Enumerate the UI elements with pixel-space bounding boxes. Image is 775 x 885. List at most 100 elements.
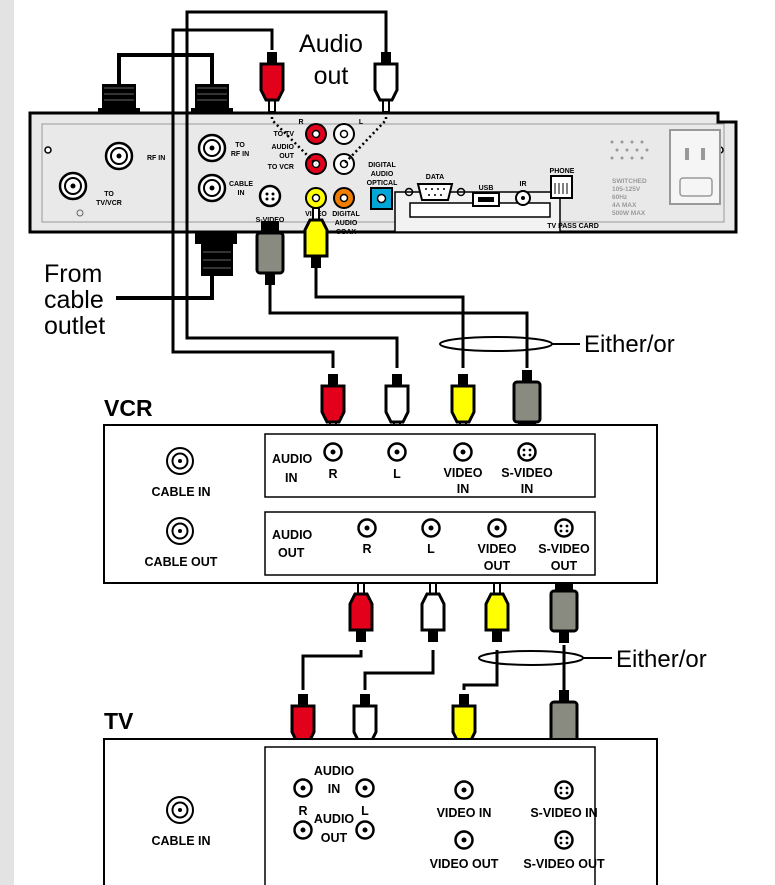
audio-r-label: R <box>298 119 303 126</box>
out-label: OUT <box>279 153 295 160</box>
vcr-in-r-label: R <box>328 467 337 481</box>
vcr-in-l-label: L <box>393 467 401 481</box>
ir-label: IR <box>520 181 527 188</box>
cable-in-label-1: CABLE <box>229 181 253 188</box>
vcr-out-l-jack-icon <box>421 518 441 538</box>
tv-video-out-jack-icon <box>454 830 474 850</box>
either-or-bracket-bottom <box>478 650 612 666</box>
receiver-red-plug <box>259 50 285 114</box>
vcr-out-r-jack-icon <box>357 518 377 538</box>
to-rf-in-label-2: RF IN <box>231 151 249 158</box>
from-cable-callout-2: cable <box>44 286 104 314</box>
tv-cable-in-label: CABLE IN <box>151 834 210 848</box>
from-cable-callout-1: From <box>44 260 102 288</box>
vcr-panel <box>103 424 658 584</box>
vcr-cable-in-label: CABLE IN <box>151 485 210 499</box>
tv-video-in-jack-icon <box>454 780 474 800</box>
audio-l-label: L <box>359 119 364 126</box>
vcr-cable-out-coax-icon <box>166 517 194 545</box>
to-rf-in-label-1: TO <box>235 142 245 149</box>
vcr-out-yellow-plug <box>484 580 510 644</box>
digital-coax-jack-icon <box>333 187 355 209</box>
phone-label: PHONE <box>550 168 575 175</box>
vcr-title: VCR <box>104 395 153 421</box>
vcr-video-out-label-2: OUT <box>484 559 511 573</box>
vcr-out-svideo-plug <box>549 577 579 645</box>
vcr-svideo-in-label-1: S-VIDEO <box>501 466 553 480</box>
tv-audio-in-l-jack-icon <box>355 778 375 798</box>
tv-audio-out-r-jack-icon <box>293 820 313 840</box>
tv-panel <box>103 738 658 885</box>
switched-label-1: SWITCHED <box>612 178 647 185</box>
vcr-audio-in-label-1: AUDIO <box>272 452 313 466</box>
audio-out-callout-2: out <box>314 62 349 90</box>
tv-svideo-in-jack-icon <box>554 780 574 800</box>
vcr-out-r-label: R <box>362 542 371 556</box>
to-tv-vcr-label-2: TV/VCR <box>96 200 122 207</box>
switched-label-5: 500W MAX <box>612 210 646 217</box>
digital-coax-label-2: AUDIO <box>335 220 358 227</box>
tv-svideo-out-jack-icon <box>554 830 574 850</box>
either-or-bracket-top <box>439 336 580 352</box>
tv-r-label: R <box>298 804 307 818</box>
rf-in-coax-icon <box>104 141 134 171</box>
vcr-audio-out-label-2: OUT <box>278 546 305 560</box>
vcr-audio-out-label-1: AUDIO <box>272 528 313 542</box>
cable-in-label-2: IN <box>238 190 245 197</box>
usb-label: USB <box>479 185 494 192</box>
data-port-icon <box>404 183 466 201</box>
to-tv-vcr-label-1: TO <box>104 191 114 198</box>
vcr-out-svideo-jack-icon <box>554 518 574 538</box>
audio-out-r-jack-icon <box>305 123 327 145</box>
tv-video-out-label: VIDEO OUT <box>430 857 499 871</box>
tv-audio-out-l-jack-icon <box>355 820 375 840</box>
either-or-callout-top: Either/or <box>584 331 675 358</box>
vcr-out-red-plug <box>348 580 374 644</box>
vcr-cable-out-label: CABLE OUT <box>145 555 218 569</box>
vcr-out-l-label: L <box>427 542 435 556</box>
switched-label-3: 60Hz <box>612 194 628 201</box>
cable-in-coax-icon <box>197 173 227 203</box>
digital-optical-label-2: AUDIO <box>371 171 394 178</box>
vent-grille <box>610 140 649 160</box>
cables <box>116 10 566 690</box>
phone-jack <box>550 175 573 199</box>
audio-vcr-l-jack-icon <box>333 153 355 175</box>
coax-plug-cable-in <box>195 232 237 276</box>
audio-out-callout-1: Audio <box>299 30 363 58</box>
tv-audio-in-label-1: AUDIO <box>314 764 355 778</box>
vcr-in-l-jack-icon <box>387 442 407 462</box>
either-or-callout-bottom: Either/or <box>616 646 707 673</box>
to-rf-in-coax-icon <box>197 133 227 163</box>
svideo-jack-icon <box>258 184 282 208</box>
from-cable-callout-3: outlet <box>44 312 105 340</box>
vcr-in-video-jack-icon <box>453 442 473 462</box>
svideo-label: S-VIDEO <box>256 217 285 224</box>
vcr-svideo-out-label-1: S-VIDEO <box>538 542 590 556</box>
vcr-out-white-plug <box>420 580 446 644</box>
tv-svideo-out-label: S-VIDEO OUT <box>523 857 605 871</box>
receiver-white-plug <box>373 50 399 114</box>
tv-l-label: L <box>361 804 369 818</box>
tv-audio-in-label-2: IN <box>328 782 341 796</box>
vcr-in-svideo-jack-icon <box>517 442 537 462</box>
digital-optical-label-1: DIGITAL <box>368 162 396 169</box>
data-label: DATA <box>426 174 444 181</box>
vcr-svideo-in-label-2: IN <box>521 482 534 496</box>
to-vcr-label: TO VCR <box>268 164 294 171</box>
tv-cable-in-coax-icon <box>166 796 194 824</box>
tv-audio-out-label-1: AUDIO <box>314 812 355 826</box>
vcr-cable-in-coax-icon <box>166 447 194 475</box>
power-outlet <box>669 129 721 205</box>
digital-optical-label-3: OPTICAL <box>367 180 398 187</box>
switched-label-4: 4A MAX <box>612 202 637 209</box>
vcr-out-video-jack-icon <box>487 518 507 538</box>
receiver-labels: RF IN TO TV/VCR TO RF IN CABLE IN R L TO… <box>96 119 599 236</box>
tv-video-in-label: VIDEO IN <box>437 806 492 820</box>
ir-jack-icon <box>515 190 531 206</box>
to-tv-label: TO TV <box>274 131 295 138</box>
tv-audio-out-label-2: OUT <box>321 831 348 845</box>
vcr-in-r-jack-icon <box>323 442 343 462</box>
rf-in-label: RF IN <box>147 155 165 162</box>
